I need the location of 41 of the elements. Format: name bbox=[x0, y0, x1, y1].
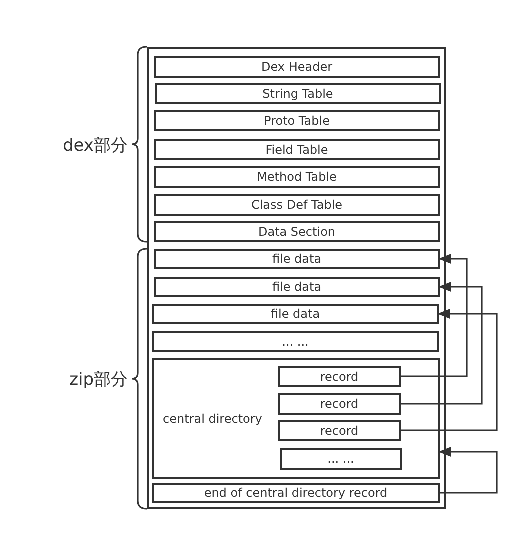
field-box bbox=[278, 393, 401, 415]
field-label: Field Table bbox=[264, 142, 330, 156]
field-label: Method Table bbox=[256, 170, 338, 184]
field-label: ... ... bbox=[326, 452, 356, 466]
field-label: record bbox=[319, 397, 360, 411]
field-box bbox=[278, 420, 401, 441]
field-label: file data bbox=[270, 307, 322, 321]
field-box bbox=[154, 249, 440, 269]
field-box bbox=[154, 56, 440, 78]
field-box bbox=[154, 277, 440, 297]
field-label: Proto Table bbox=[263, 114, 331, 128]
field-label: file data bbox=[271, 280, 323, 294]
field-box bbox=[155, 83, 441, 104]
field-label: String Table bbox=[262, 86, 334, 100]
arrow bbox=[401, 254, 468, 378]
field-label: ... ... bbox=[281, 334, 310, 348]
field-box bbox=[154, 221, 440, 242]
field-label: Data Section bbox=[257, 224, 337, 238]
field-label: Dex Header bbox=[260, 60, 334, 74]
section-label: dex部分 bbox=[62, 134, 128, 156]
field-box bbox=[154, 110, 440, 131]
field-label: central directory bbox=[163, 412, 262, 426]
arrow bbox=[401, 282, 483, 405]
field-label: record bbox=[319, 424, 360, 438]
field-box bbox=[154, 166, 440, 188]
arrow bbox=[401, 308, 498, 432]
field-label: file data bbox=[271, 252, 323, 266]
field-box bbox=[152, 304, 439, 324]
field-label: end of central directory record bbox=[203, 486, 389, 500]
container-box bbox=[147, 47, 446, 509]
section-label: zip部分 bbox=[70, 369, 128, 391]
section-box bbox=[152, 358, 440, 479]
field-box bbox=[152, 331, 439, 352]
field-box bbox=[152, 483, 440, 503]
field-box bbox=[154, 194, 440, 216]
field-box bbox=[278, 366, 401, 387]
field-box bbox=[154, 139, 440, 160]
field-label: record bbox=[319, 370, 360, 384]
field-label: Class Def Table bbox=[250, 198, 344, 212]
arrow bbox=[438, 446, 498, 494]
field-box bbox=[280, 448, 402, 470]
